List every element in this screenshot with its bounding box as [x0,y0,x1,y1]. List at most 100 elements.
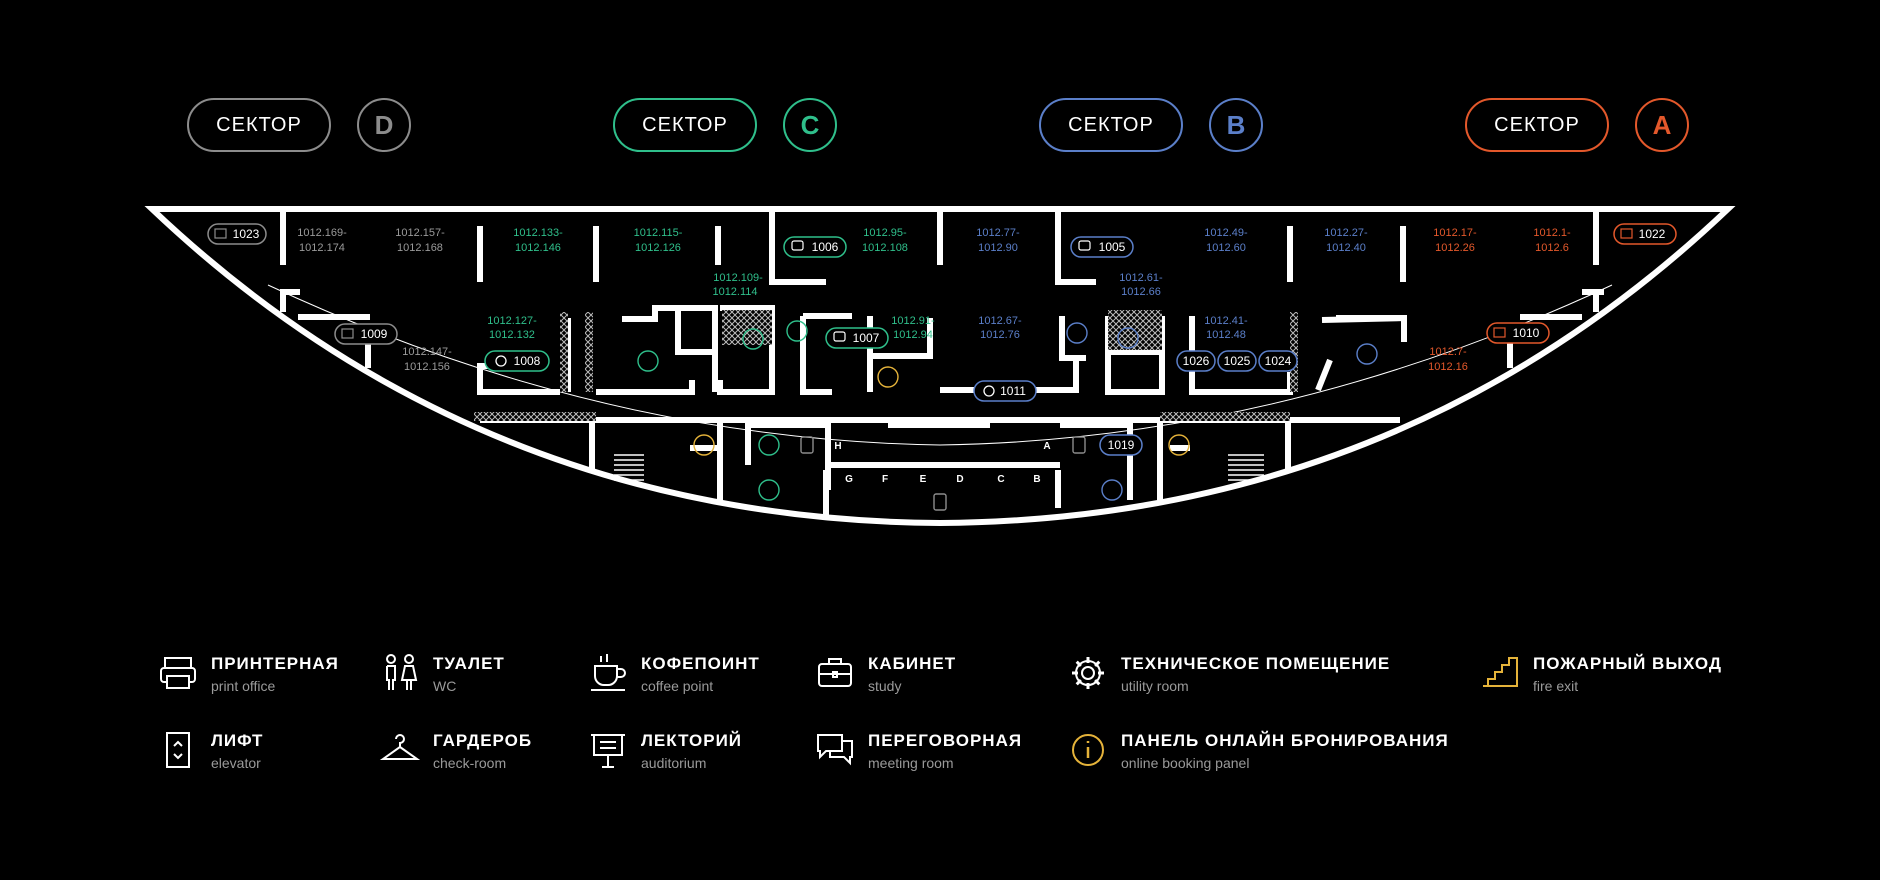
building-outline [144,206,1736,527]
walls [280,209,1604,520]
legend-item-printer: ПРИНТЕРНАЯ print office [155,650,339,696]
elevator-icon [1072,436,1086,454]
briefcase-icon [1620,228,1633,239]
coffee-icon [591,654,626,691]
elevator-letter: B [1033,474,1040,485]
sector-b-button[interactable]: СЕКТОР [1039,98,1183,152]
legend-subtitle: fire exit [1533,678,1579,694]
room-1025[interactable]: 1025 [1217,350,1257,372]
sector-d: СЕКТОР D [187,96,411,154]
workplace-label: 1012.115- [634,227,683,239]
room-1019[interactable]: 1019 [1099,434,1143,456]
elevator-icon [800,436,814,454]
sector-a-button[interactable]: СЕКТОР [1465,98,1609,152]
legend-title: ГАРДЕРОБ [433,731,533,750]
briefcase-icon [818,658,852,687]
legend-item-meeting-room: ПЕРЕГОВОРНАЯ meeting room [812,727,1022,773]
hanger-icon [1117,327,1139,349]
workplace-label: 1012.16 [1428,361,1468,373]
workplace-label: 1012.26 [1435,242,1475,254]
briefcase-icon [214,228,227,239]
room-number: 1005 [1099,240,1126,254]
sector-c-letter[interactable]: C [783,98,837,152]
room-number: 1011 [1000,384,1026,398]
room-1022[interactable]: 1022 [1613,223,1677,245]
workplace-label: 1012.126 [635,242,681,254]
room-1007[interactable]: 1007 [825,327,889,349]
sector-b-letter[interactable]: B [1209,98,1263,152]
workplace-label: 1012.76 [980,329,1020,341]
workplace-label: 1012.108 [862,242,908,254]
legend-subtitle: meeting room [868,755,954,771]
hatched-strip [474,412,596,421]
hanger-icon [742,328,764,350]
hatched-strip [722,310,772,345]
room-1005[interactable]: 1005 [1070,236,1134,258]
legend-title: КОФЕПОИНТ [641,654,760,673]
room-number: 1019 [1108,438,1135,452]
workplace-label: 1012.169- [297,227,347,239]
legend-title: ЛЕКТОРИЙ [641,731,743,750]
gear-icon [495,355,507,367]
legend-item-fire-exit: ПОЖАРНЫЙ ВЫХОД fire exit [1477,650,1722,696]
workplace-label: 1012.27- [1324,227,1368,239]
workplace-label: 1012.1- [1533,227,1571,239]
workplace-label: 1012.95- [863,227,907,239]
room-number: 1026 [1183,354,1210,368]
wc-icon [758,434,780,456]
room-1011[interactable]: 1011 [973,380,1037,402]
legend-item-check-room: ГАРДЕРОБ check-room [377,727,532,773]
chat-icon [833,331,846,342]
legend-subtitle: auditorium [641,755,707,771]
workplace-label: 1012.61- [1119,272,1163,284]
legend-title: ТЕХНИЧЕСКОЕ ПОМЕЩЕНИЕ [1121,654,1391,673]
briefcase-icon [341,328,354,339]
legend-title: ТУАЛЕТ [433,654,505,673]
gear-icon [983,385,995,397]
wc-icon [1101,479,1123,501]
room-1009[interactable]: 1009 [334,323,398,345]
workplace-label: 1012.90 [978,242,1018,254]
room-1024[interactable]: 1024 [1258,350,1298,372]
workplace-label: 1012.67- [978,315,1022,327]
sector-c-button[interactable]: СЕКТОР [613,98,757,152]
legend-title: ПАНЕЛЬ ОНЛАЙН БРОНИРОВАНИЯ [1121,731,1449,750]
sector-d-letter[interactable]: D [357,98,411,152]
hanger-icon [379,734,421,760]
sector-c: СЕКТОР C [613,96,837,154]
workplace-label: 1012.114 [712,286,757,298]
room-number: 1023 [233,227,260,241]
legend-item-booking-panel: ПАНЕЛЬ ОНЛАЙН БРОНИРОВАНИЯ online bookin… [1065,727,1449,773]
legend-subtitle: online booking panel [1121,755,1250,771]
workplace-label: 1012.77- [976,227,1020,239]
room-1023[interactable]: 1023 [207,223,267,245]
workplace-label: 1012.40 [1326,242,1366,254]
workplace-label: 1012.133- [513,227,563,239]
legend-item-elevator: ЛИФТ elevator [155,727,263,773]
floor-plan: 1023 1009 1008 1006 1007 1005 [144,206,1736,527]
hatched-strip [1290,312,1298,392]
legend-subtitle: study [868,678,902,694]
legend-item-coffee: КОФЕПОИНТ coffee point [585,650,760,696]
coffee-icon [637,350,659,372]
room-number: 1006 [812,240,839,254]
elevator-letter: E [920,474,927,485]
printer-icon [1066,322,1088,344]
workplace-label: 1012.66 [1121,286,1161,298]
room-1008[interactable]: 1008 [484,350,550,372]
printer-icon [160,657,196,689]
sector-d-button[interactable]: СЕКТОР [187,98,331,152]
elevator-icon [933,493,947,511]
hatched-strip [585,312,593,392]
auditorium-screen [1321,315,1407,323]
room-1026[interactable]: 1026 [1176,350,1216,372]
legend-subtitle: utility room [1121,678,1189,694]
sector-b: СЕКТОР B [1039,96,1263,154]
room-1006[interactable]: 1006 [783,236,847,258]
wc-icon [386,654,418,690]
legend-item-wc: ТУАЛЕТ WC [377,650,505,696]
room-1010[interactable]: 1010 [1486,322,1550,344]
workplace-label: 1012.60 [1206,242,1246,254]
sector-a-letter[interactable]: A [1635,98,1689,152]
room-number: 1007 [853,331,880,345]
